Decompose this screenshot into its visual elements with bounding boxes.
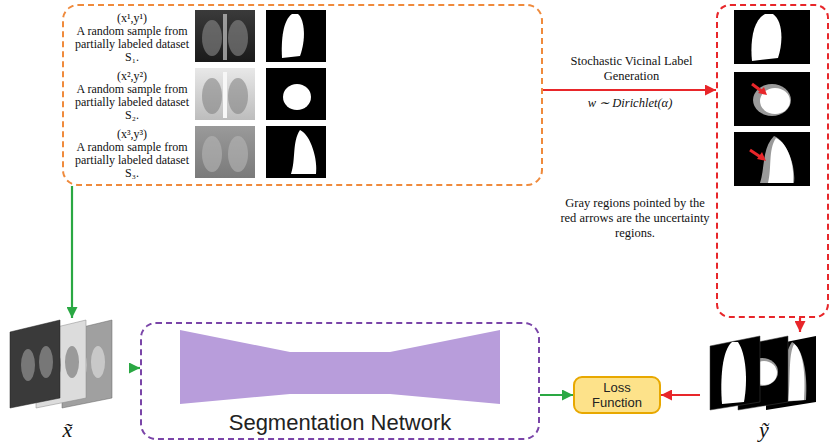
edge-label: Stochastic Vicinal Label Generation	[550, 54, 714, 84]
sample-pair: (x²,y²)	[117, 70, 147, 83]
sample-description: (x³,y³)A random sample from partially la…	[68, 126, 196, 182]
node-text: A random sample from partially labeled d…	[68, 83, 196, 122]
soft-mask-image	[734, 132, 810, 186]
xray-image	[195, 126, 255, 178]
network-box: Segmentation Network	[140, 322, 540, 440]
flow-arrow	[799, 318, 801, 332]
note-label: Gray regions pointed by the red arrows a…	[560, 196, 710, 241]
label-mask-stack	[710, 336, 816, 410]
node-text: Segmentation Network	[229, 410, 452, 436]
label-stack: ỹ	[700, 332, 828, 442]
node-text: ỹ	[753, 418, 775, 442]
input-stack: x̃	[5, 318, 130, 442]
flow-arrow	[661, 394, 700, 396]
soft-mask-image	[734, 72, 810, 126]
xray-image	[195, 10, 255, 62]
flow-arrow	[540, 394, 573, 396]
mask-image	[266, 126, 326, 178]
node-text: A random sample from partially labeled d…	[68, 141, 196, 180]
input-image-stack	[10, 320, 112, 408]
xray-image	[195, 68, 255, 120]
formula-label: w ∼ Dirichlet(α)	[550, 96, 710, 111]
flow-arrow	[130, 367, 140, 369]
soft-label-group-box	[716, 4, 829, 318]
sample-description: (x¹,y¹)A random sample from partially la…	[68, 10, 196, 66]
mask-image	[266, 68, 326, 120]
sample-pair: (x³,y³)	[117, 128, 147, 141]
loss-box: Loss Function	[573, 376, 661, 414]
flow-arrow	[71, 186, 73, 318]
node-text: x̃	[57, 418, 79, 442]
node-text: Loss Function	[579, 380, 655, 410]
soft-mask-image	[734, 10, 810, 64]
mask-image	[266, 10, 326, 62]
sample-description: (x²,y²)A random sample from partially la…	[68, 68, 196, 124]
sample-group-box: (x¹,y¹)A random sample from partially la…	[62, 4, 543, 186]
node-text: A random sample from partially labeled d…	[68, 25, 196, 64]
sample-pair: (x¹,y¹)	[117, 12, 147, 25]
flow-arrow	[543, 89, 716, 91]
network-shape	[180, 330, 500, 404]
